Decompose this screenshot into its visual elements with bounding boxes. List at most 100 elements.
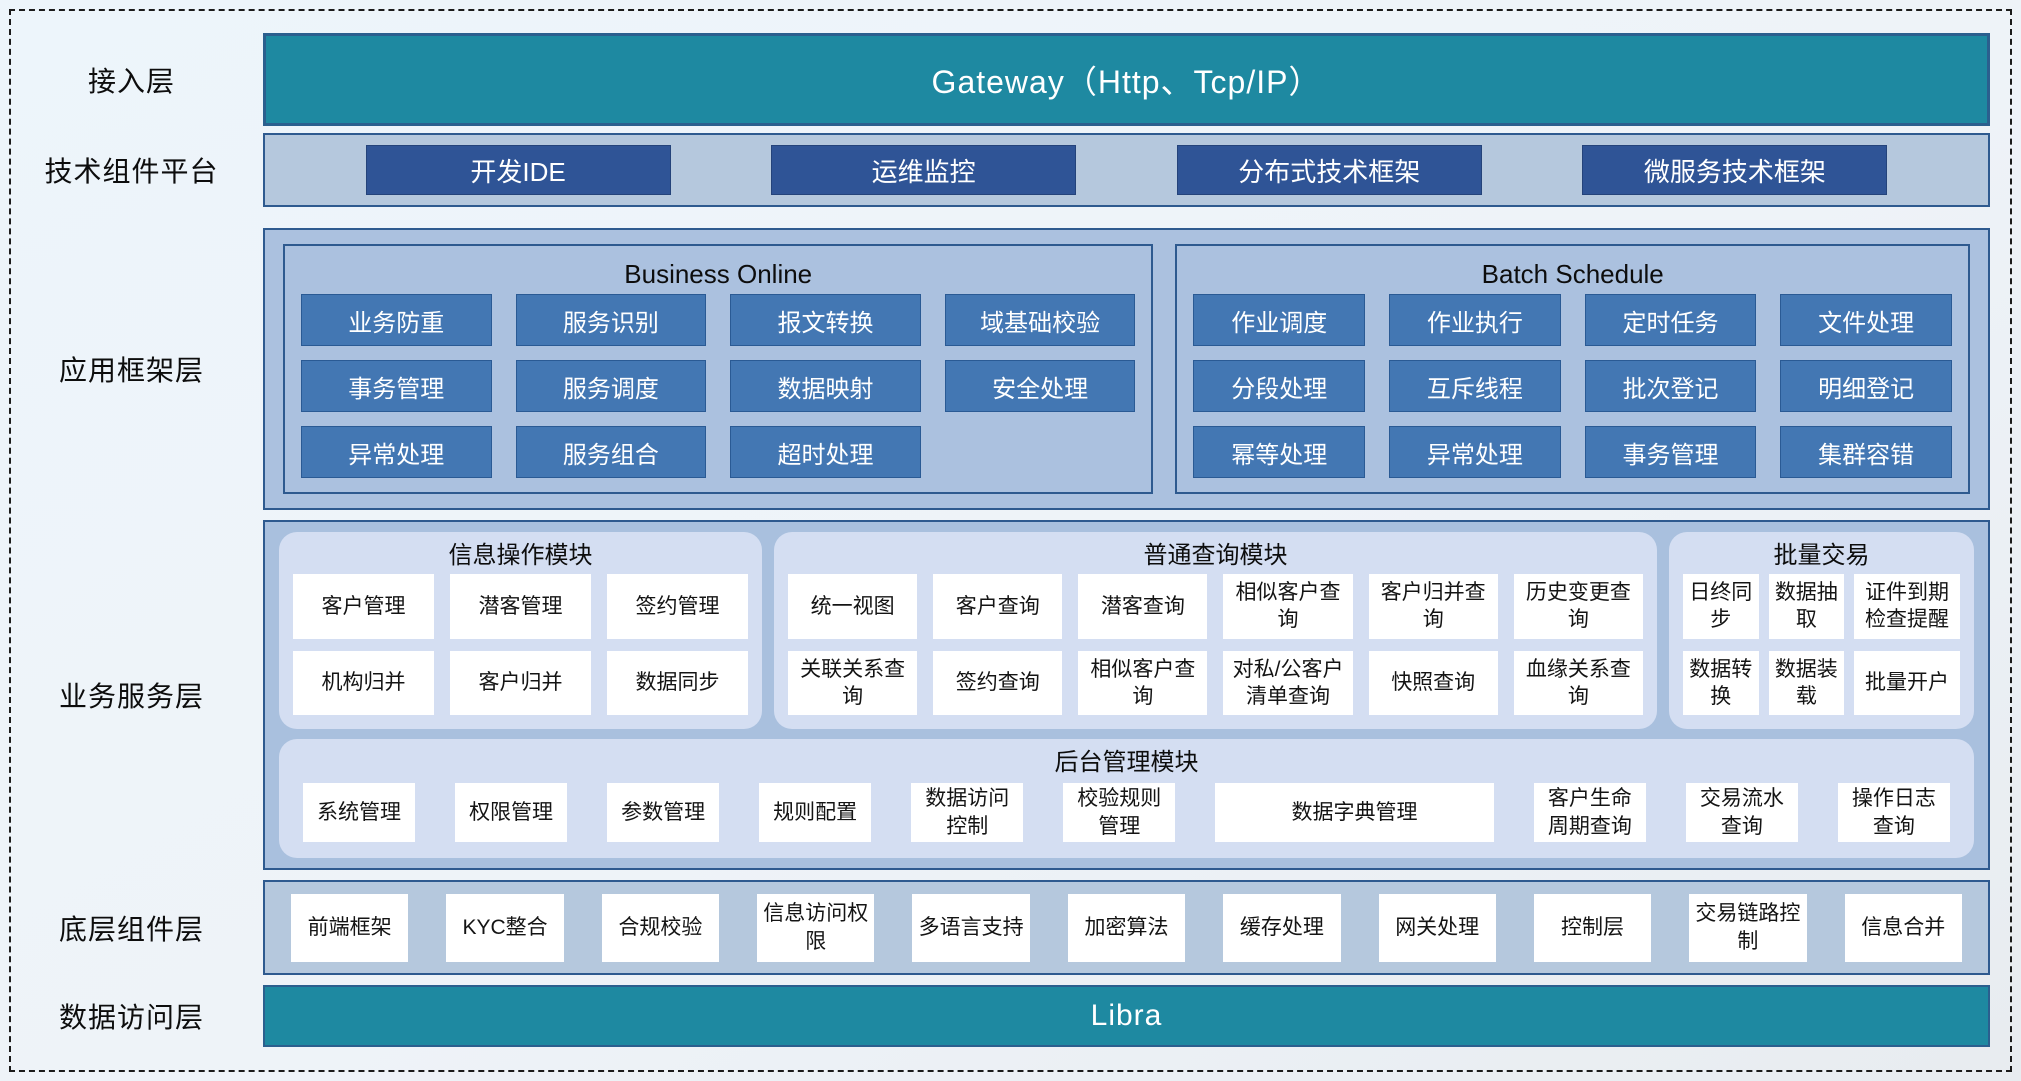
layer-business-service: 业务服务层 信息操作模块 客户管理潜客管理签约管理机构归并客户归并数据同步 普通… — [0, 520, 2021, 870]
framework-feature-box: 批次登记 — [1584, 360, 1757, 412]
framework-feature-box: 超时处理 — [730, 426, 921, 478]
layer-access: 接入层 Gateway（Http、Tcp/IP） — [0, 33, 2021, 126]
tech-component-box: 运维监控 — [771, 145, 1077, 195]
layer-label-access: 接入层 — [87, 65, 175, 97]
service-box: 潜客查询 — [1078, 574, 1208, 639]
service-box: 交易流水查询 — [1685, 783, 1798, 842]
batch-trade-title: 批量交易 — [1773, 542, 1870, 569]
service-box: 历史变更查询 — [1513, 574, 1643, 639]
app-framework-container: Business Online 业务防重服务识别报文转换域基础校验事务管理服务调… — [263, 228, 1990, 510]
component-box: 交易链路控制 — [1689, 893, 1807, 962]
layer-label-business-service: 业务服务层 — [58, 681, 204, 712]
service-box: 批量开户 — [1854, 650, 1960, 716]
framework-feature-box: 事务管理 — [1584, 426, 1757, 478]
component-box: 信息合并 — [1844, 893, 1962, 962]
business-online-title: Business Online — [624, 259, 813, 289]
framework-feature-box: 作业执行 — [1389, 294, 1561, 346]
framework-feature-box: 域基础校验 — [944, 294, 1136, 346]
batch-schedule-title: Batch Schedule — [1481, 259, 1664, 289]
component-box: 合规校验 — [601, 893, 720, 962]
service-box: 系统管理 — [303, 783, 416, 842]
component-box: 加密算法 — [1067, 893, 1186, 962]
component-box: KYC整合 — [446, 893, 564, 962]
service-box: 权限管理 — [455, 783, 568, 842]
service-box: 数据装载 — [1768, 650, 1845, 716]
service-box: 客户查询 — [933, 574, 1063, 639]
info-operation-grid: 客户管理潜客管理签约管理机构归并客户归并数据同步 — [293, 574, 749, 716]
service-box: 机构归并 — [293, 650, 435, 716]
libra-bar: Libra — [263, 985, 1990, 1047]
framework-feature-box: 幂等处理 — [1193, 426, 1366, 478]
component-box: 控制层 — [1533, 893, 1652, 962]
batch-trade-grid: 日终同步数据抽取证件到期检查提醒数据转换数据装载批量开户 — [1682, 574, 1960, 716]
service-box: 客户归并查询 — [1368, 574, 1498, 639]
framework-feature-box: 服务调度 — [515, 360, 707, 412]
service-box: 快照查询 — [1368, 650, 1498, 716]
service-box: 对私/公客户清单查询 — [1223, 650, 1353, 716]
info-operation-title: 信息操作模块 — [448, 542, 593, 569]
tech-platform-container: 开发IDE 运维监控 分布式技术框架 微服务技术框架 — [263, 133, 1990, 207]
common-query-title: 普通查询模块 — [1143, 542, 1288, 569]
layer-tech-platform: 技术组件平台 开发IDE 运维监控 分布式技术框架 微服务技术框架 — [0, 133, 2021, 207]
framework-feature-box: 集群容错 — [1780, 426, 1952, 478]
service-box: 血缘关系查询 — [1513, 650, 1643, 716]
component-box: 缓存处理 — [1223, 893, 1341, 962]
component-box: 网关处理 — [1378, 893, 1496, 962]
framework-feature-box: 事务管理 — [301, 360, 492, 412]
common-query-panel: 普通查询模块 统一视图客户查询潜客查询相似客户查询客户归并查询历史变更查询关联关… — [774, 532, 1657, 730]
service-box: 关联关系查询 — [788, 650, 918, 716]
business-online-panel: Business Online 业务防重服务识别报文转换域基础校验事务管理服务调… — [283, 244, 1154, 494]
service-box: 数据转换 — [1682, 650, 1759, 716]
service-box: 日终同步 — [1682, 574, 1759, 639]
tech-component-box: 微服务技术框架 — [1582, 145, 1888, 195]
service-box: 客户归并 — [450, 650, 592, 716]
service-box: 操作日志查询 — [1837, 783, 1950, 842]
service-box: 数据访问控制 — [911, 783, 1024, 842]
info-operation-panel: 信息操作模块 客户管理潜客管理签约管理机构归并客户归并数据同步 — [279, 532, 763, 730]
service-box: 数据同步 — [607, 650, 749, 716]
service-box: 参数管理 — [607, 783, 720, 842]
service-box: 相似客户查询 — [1223, 574, 1353, 639]
batch-schedule-panel: Batch Schedule 作业调度作业执行定时任务文件处理分段处理互斥线程批… — [1175, 244, 1970, 494]
layer-data-access: 数据访问层 Libra — [0, 985, 2021, 1047]
batch-trade-panel: 批量交易 日终同步数据抽取证件到期检查提醒数据转换数据装载批量开户 — [1668, 532, 1974, 730]
service-box: 客户管理 — [293, 574, 435, 639]
service-box: 潜客管理 — [450, 574, 592, 639]
common-query-grid: 统一视图客户查询潜客查询相似客户查询客户归并查询历史变更查询关联关系查询签约查询… — [788, 574, 1643, 716]
layer-label-data-access: 数据访问层 — [58, 1002, 204, 1033]
tech-component-box: 分布式技术框架 — [1176, 145, 1482, 195]
framework-feature-box: 异常处理 — [301, 426, 492, 478]
business-service-container: 信息操作模块 客户管理潜客管理签约管理机构归并客户归并数据同步 普通查询模块 统… — [263, 520, 1990, 870]
layer-label-tech-platform: 技术组件平台 — [44, 156, 219, 187]
framework-feature-box: 报文转换 — [730, 294, 921, 346]
service-box: 签约管理 — [607, 574, 749, 639]
business-online-grid: 业务防重服务识别报文转换域基础校验事务管理服务调度数据映射安全处理异常处理服务组… — [301, 294, 1136, 478]
service-box: 相似客户查询 — [1078, 650, 1208, 716]
batch-schedule-grid: 作业调度作业执行定时任务文件处理分段处理互斥线程批次登记明细登记幂等处理异常处理… — [1193, 294, 1952, 478]
layer-label-base-components: 底层组件层 — [58, 913, 204, 945]
backend-admin-row: 系统管理权限管理参数管理规则配置数据访问控制校验规则管理数据字典管理客户生命周期… — [293, 781, 1960, 844]
service-box: 签约查询 — [933, 650, 1063, 716]
framework-feature-box: 文件处理 — [1780, 294, 1952, 346]
layer-app-framework: 应用框架层 Business Online 业务防重服务识别报文转换域基础校验事… — [0, 228, 2021, 510]
service-box: 统一视图 — [788, 574, 918, 639]
framework-feature-box: 业务防重 — [301, 294, 492, 346]
business-service-top-row: 信息操作模块 客户管理潜客管理签约管理机构归并客户归并数据同步 普通查询模块 统… — [279, 532, 1974, 730]
tech-component-box: 开发IDE — [365, 145, 671, 195]
service-box: 数据字典管理 — [1215, 783, 1494, 842]
framework-feature-box: 安全处理 — [944, 360, 1136, 412]
framework-feature-box: 作业调度 — [1193, 294, 1366, 346]
backend-admin-title: 后台管理模块 — [1054, 749, 1199, 777]
framework-feature-box: 服务识别 — [515, 294, 707, 346]
service-box: 数据抽取 — [1768, 574, 1845, 639]
framework-feature-box: 数据映射 — [730, 360, 921, 412]
framework-feature-box: 分段处理 — [1193, 360, 1366, 412]
service-box: 证件到期检查提醒 — [1854, 574, 1960, 639]
layer-label-app-framework: 应用框架层 — [58, 355, 204, 386]
framework-feature-box: 互斥线程 — [1389, 360, 1561, 412]
gateway-bar: Gateway（Http、Tcp/IP） — [263, 33, 1990, 126]
framework-feature-box: 明细登记 — [1780, 360, 1952, 412]
